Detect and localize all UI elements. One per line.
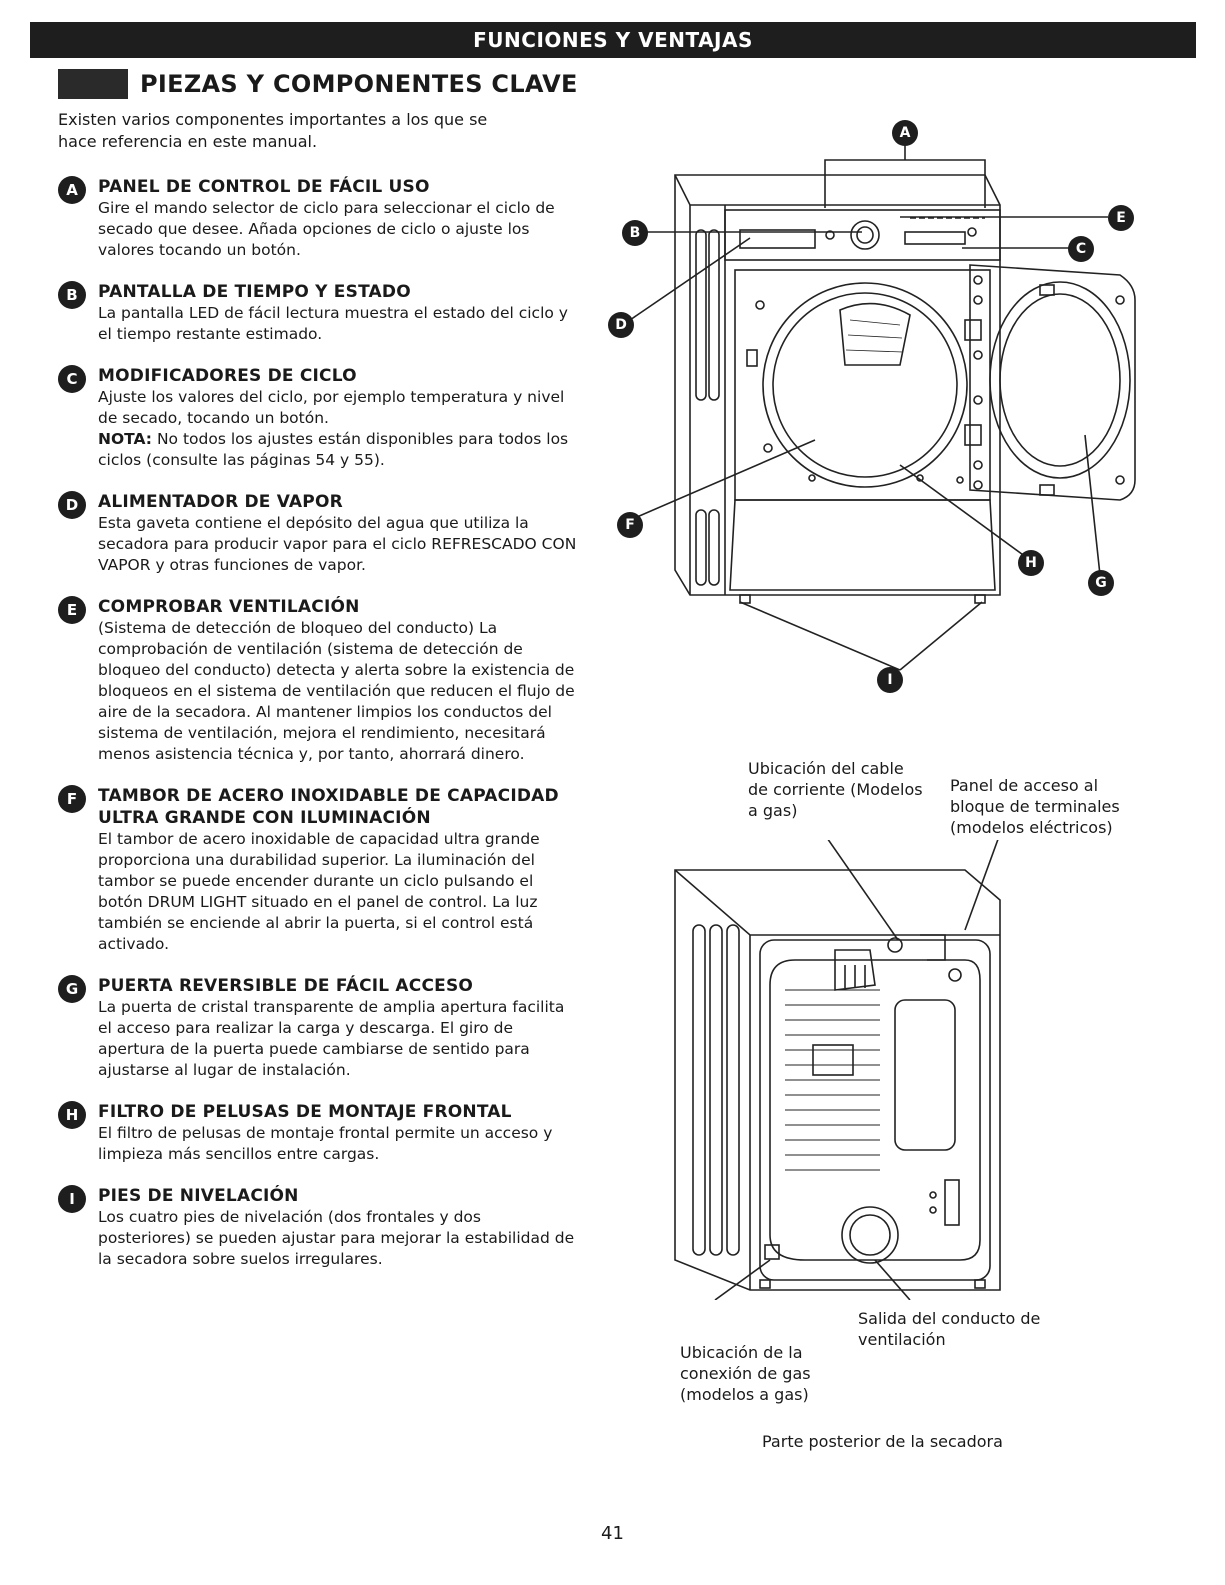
component-body: El tambor de acero inoxidable de capacid… xyxy=(98,830,540,953)
diagram-label-e: E xyxy=(1108,205,1134,231)
component-item-c: C MODIFICADORES DE CICLO Ajuste los valo… xyxy=(58,365,578,471)
component-item-f: F TAMBOR DE ACERO INOXIDABLE DE CAPACIDA… xyxy=(58,785,578,955)
dryer-front-diagram xyxy=(629,140,1136,671)
gas-connection-label: Ubicación de la conexión de gas (modelos… xyxy=(680,1343,811,1404)
section-banner: FUNCIONES Y VENTAJAS xyxy=(30,22,1196,58)
rear-caption: Parte posterior de la secadora xyxy=(762,1432,1003,1451)
component-title: PANEL DE CONTROL DE FÁCIL USO xyxy=(98,177,430,197)
component-item-i: I PIES DE NIVELACIÓN Los cuatro pies de … xyxy=(58,1185,578,1270)
component-title: COMPROBAR VENTILACIÓN xyxy=(98,597,360,617)
component-item-g: G PUERTA REVERSIBLE DE FÁCIL ACCESO La p… xyxy=(58,975,578,1081)
letter-badge: E xyxy=(58,596,86,624)
heading-text: PIEZAS Y COMPONENTES CLAVE xyxy=(140,70,578,98)
note-text: No todos los ajustes están disponibles p… xyxy=(98,430,569,469)
power-cord-label: Ubicación del cable de corriente (Modelo… xyxy=(748,759,923,820)
letter-badge: C xyxy=(58,365,86,393)
component-item-b: B PANTALLA DE TIEMPO Y ESTADO La pantall… xyxy=(58,281,578,345)
component-body: Ajuste los valores del ciclo, por ejempl… xyxy=(98,388,565,427)
component-body: Gire el mando selector de ciclo para sel… xyxy=(98,199,555,259)
component-body: Los cuatro pies de nivelación (dos front… xyxy=(98,1208,575,1268)
section-heading: PIEZAS Y COMPONENTES CLAVE xyxy=(58,66,578,102)
letter-badge: G xyxy=(58,975,86,1003)
component-note: NOTA: No todos los ajustes están disponi… xyxy=(98,429,578,471)
terminal-panel-label: Panel de acceso al bloque de terminales … xyxy=(950,776,1120,837)
diagram-label-a: A xyxy=(892,120,918,146)
diagram-label-i: I xyxy=(877,667,903,693)
intro-text: Existen varios componentes importantes a… xyxy=(58,110,488,151)
diagram-label-f: F xyxy=(617,512,643,538)
page-number: 41 xyxy=(601,1523,624,1544)
letter-badge: B xyxy=(58,281,86,309)
component-title: FILTRO DE PELUSAS DE MONTAJE FRONTAL xyxy=(98,1102,512,1122)
letter-badge: D xyxy=(58,491,86,519)
component-body: Esta gaveta contiene el depósito del agu… xyxy=(98,514,577,574)
component-body: La puerta de cristal transparente de amp… xyxy=(98,998,565,1079)
component-item-h: H FILTRO DE PELUSAS DE MONTAJE FRONTAL E… xyxy=(58,1101,578,1165)
heading-block xyxy=(58,69,128,99)
dryer-rear-diagram xyxy=(674,840,1001,1300)
drum-opening xyxy=(762,282,968,488)
control-panel xyxy=(724,209,1001,261)
component-title: PUERTA REVERSIBLE DE FÁCIL ACCESO xyxy=(98,976,474,996)
component-body: El filtro de pelusas de montaje frontal … xyxy=(98,1124,553,1163)
letter-badge: I xyxy=(58,1185,86,1213)
component-list: A PANEL DE CONTROL DE FÁCIL USO Gire el … xyxy=(58,176,578,1290)
component-title: MODIFICADORES DE CICLO xyxy=(98,366,357,386)
component-title: TAMBOR DE ACERO INOXIDABLE DE CAPACIDAD … xyxy=(98,786,559,828)
note-label: NOTA: xyxy=(98,430,153,448)
rear-body-outline xyxy=(674,869,1001,1291)
component-item-d: D ALIMENTADOR DE VAPOR Esta gaveta conti… xyxy=(58,491,578,576)
diagram-label-c: C xyxy=(1068,236,1094,262)
component-body: (Sistema de detección de bloqueo del con… xyxy=(98,619,575,763)
exhaust-label: Salida del conducto de ventilación xyxy=(858,1309,1041,1349)
diagram-label-d: D xyxy=(608,312,634,338)
letter-badge: H xyxy=(58,1101,86,1129)
component-body: La pantalla LED de fácil lectura muestra… xyxy=(98,304,568,343)
letter-badge: F xyxy=(58,785,86,813)
exhaust-outlet xyxy=(841,1206,899,1264)
component-title: ALIMENTADOR DE VAPOR xyxy=(98,492,343,512)
diagram-label-h: H xyxy=(1018,550,1044,576)
diagram-label-g: G xyxy=(1088,570,1114,596)
component-title: PANTALLA DE TIEMPO Y ESTADO xyxy=(98,282,411,302)
diagram-label-b: B xyxy=(622,220,648,246)
open-door xyxy=(969,264,1136,501)
letter-badge: A xyxy=(58,176,86,204)
dryer-body-outline xyxy=(674,174,1001,596)
component-item-e: E COMPROBAR VENTILACIÓN (Sistema de dete… xyxy=(58,596,578,765)
component-title: PIES DE NIVELACIÓN xyxy=(98,1186,299,1206)
component-item-a: A PANEL DE CONTROL DE FÁCIL USO Gire el … xyxy=(58,176,578,261)
